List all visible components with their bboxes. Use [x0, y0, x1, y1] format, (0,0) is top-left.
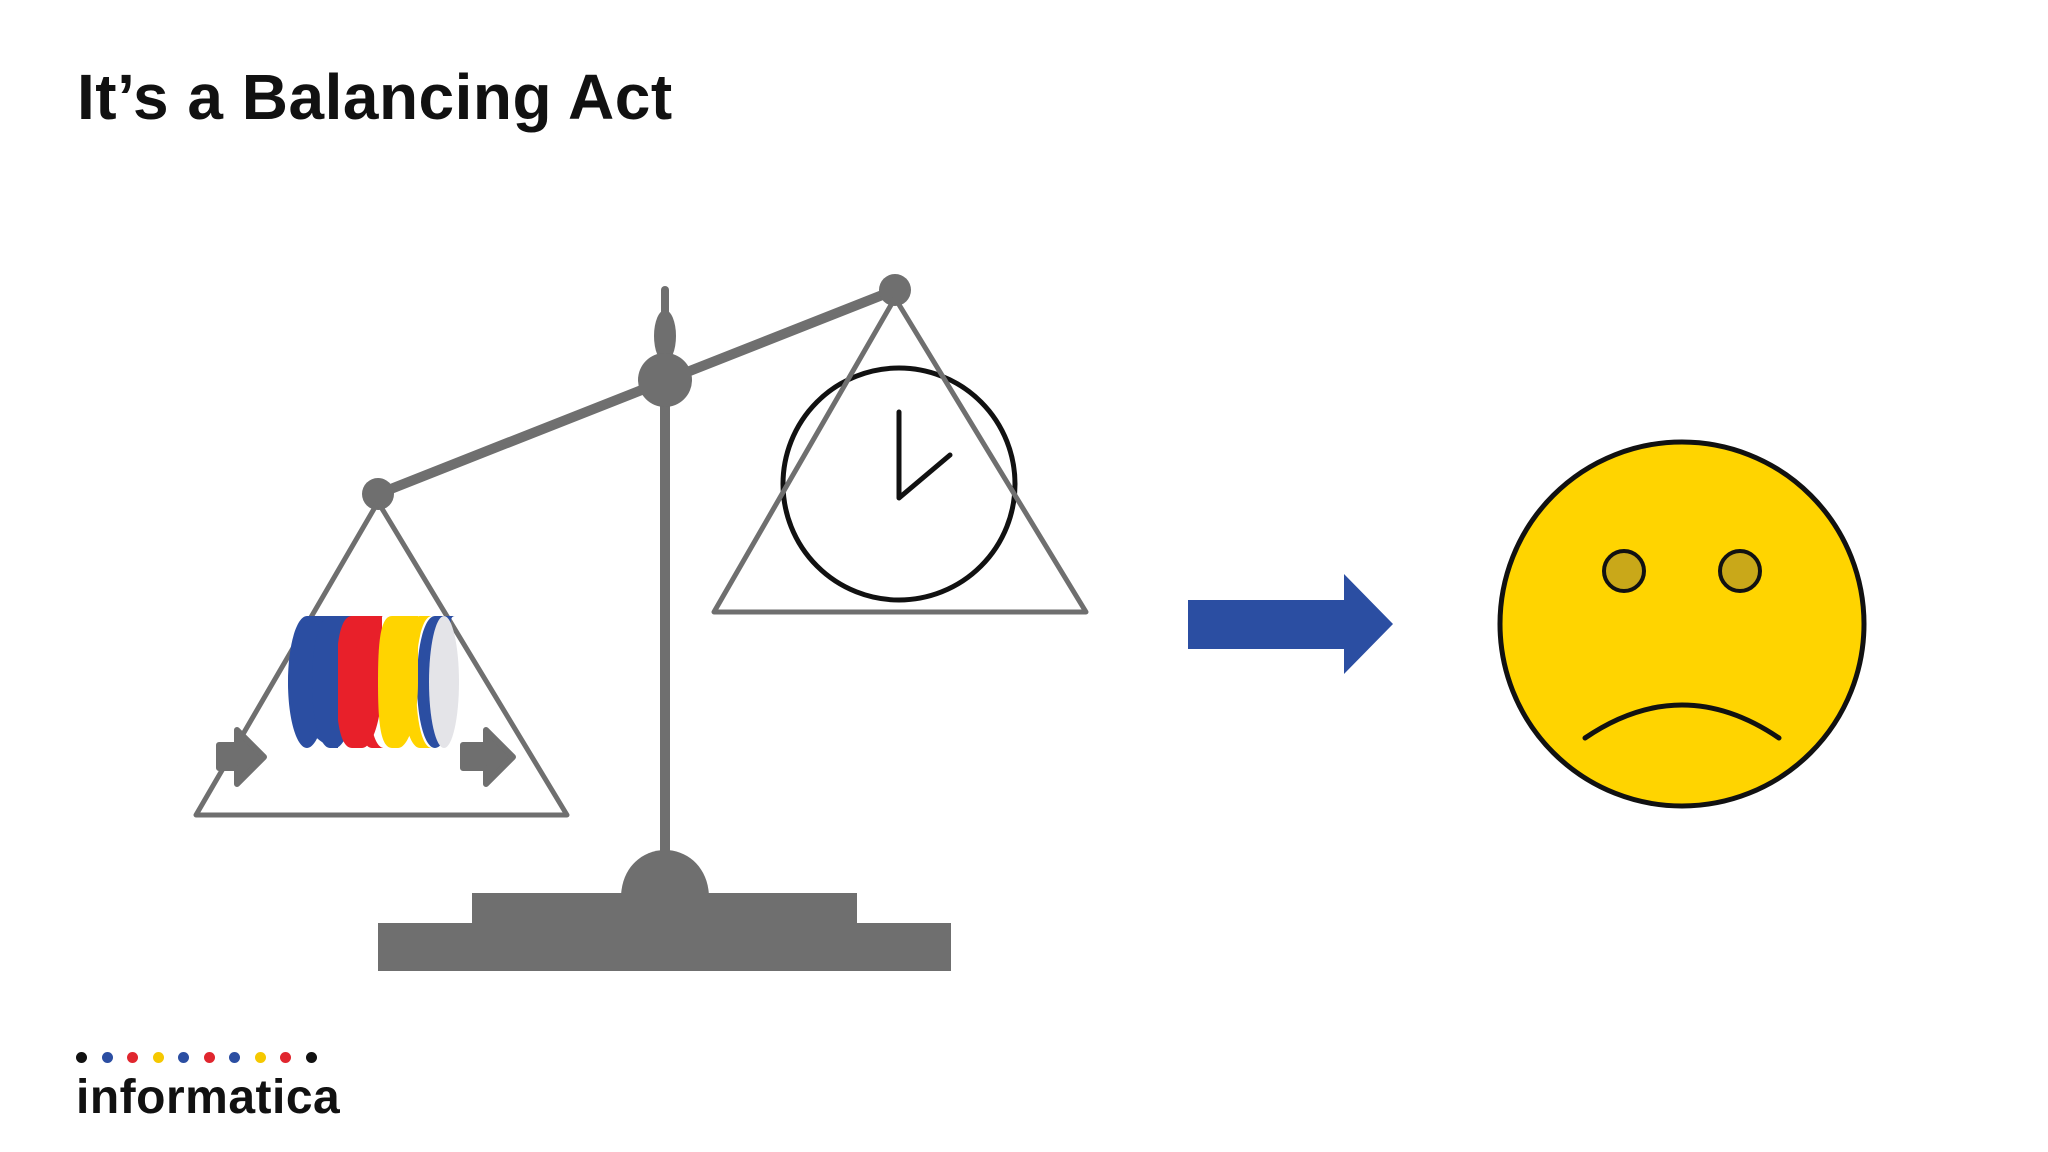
- scale-post: [654, 286, 676, 858]
- brand-dots: [76, 1050, 340, 1064]
- brand-dot: [254, 1051, 266, 1063]
- brand-dot: [76, 1051, 87, 1063]
- disk-red-face: [354, 616, 384, 748]
- disk-white: [429, 616, 459, 748]
- right-pan: [711, 295, 1089, 615]
- brand-dot: [152, 1051, 164, 1063]
- arrow-right-icon: [1188, 574, 1393, 674]
- disk-blue-face: [312, 616, 338, 748]
- left-eye: [1602, 549, 1646, 593]
- brand-dot: [178, 1051, 189, 1063]
- brand-dot: [280, 1051, 291, 1063]
- scale-base-top: [472, 893, 857, 925]
- brand-dot: [305, 1051, 317, 1063]
- scale-pivot: [638, 353, 692, 407]
- sad-face-icon: [1497, 439, 1867, 809]
- clock-icon: [780, 365, 1018, 603]
- data-disks: [288, 616, 459, 748]
- arrow-right-icon: [216, 727, 267, 787]
- frown-mouth: [1582, 702, 1782, 741]
- right-pan-frame: [711, 295, 1089, 615]
- clock-hands: [896, 409, 953, 501]
- brand-wordmark: informatica: [76, 1071, 341, 1124]
- brand-dot: [203, 1051, 215, 1063]
- face-circle: [1497, 439, 1867, 809]
- right-hanger-knob: [879, 274, 911, 306]
- arrow-right-icon: [460, 727, 516, 787]
- right-eye: [1718, 549, 1762, 593]
- scale-post-finial: [654, 310, 676, 362]
- slide-title: It’s a Balancing Act: [77, 61, 673, 133]
- left-pan: [193, 499, 570, 818]
- scale-beam: [373, 285, 900, 499]
- scale-base-bottom: [378, 923, 951, 971]
- left-hanger-knob: [362, 478, 394, 510]
- scale-base-dome: [621, 850, 709, 898]
- scale-base: [378, 850, 951, 971]
- informatica-logo: informatica: [76, 1050, 340, 1122]
- brand-dot: [229, 1051, 240, 1063]
- brand-dot: [127, 1051, 138, 1063]
- left-pan-frame: [193, 499, 570, 818]
- disk-yellow-face: [402, 616, 432, 748]
- brand-dot: [101, 1051, 113, 1063]
